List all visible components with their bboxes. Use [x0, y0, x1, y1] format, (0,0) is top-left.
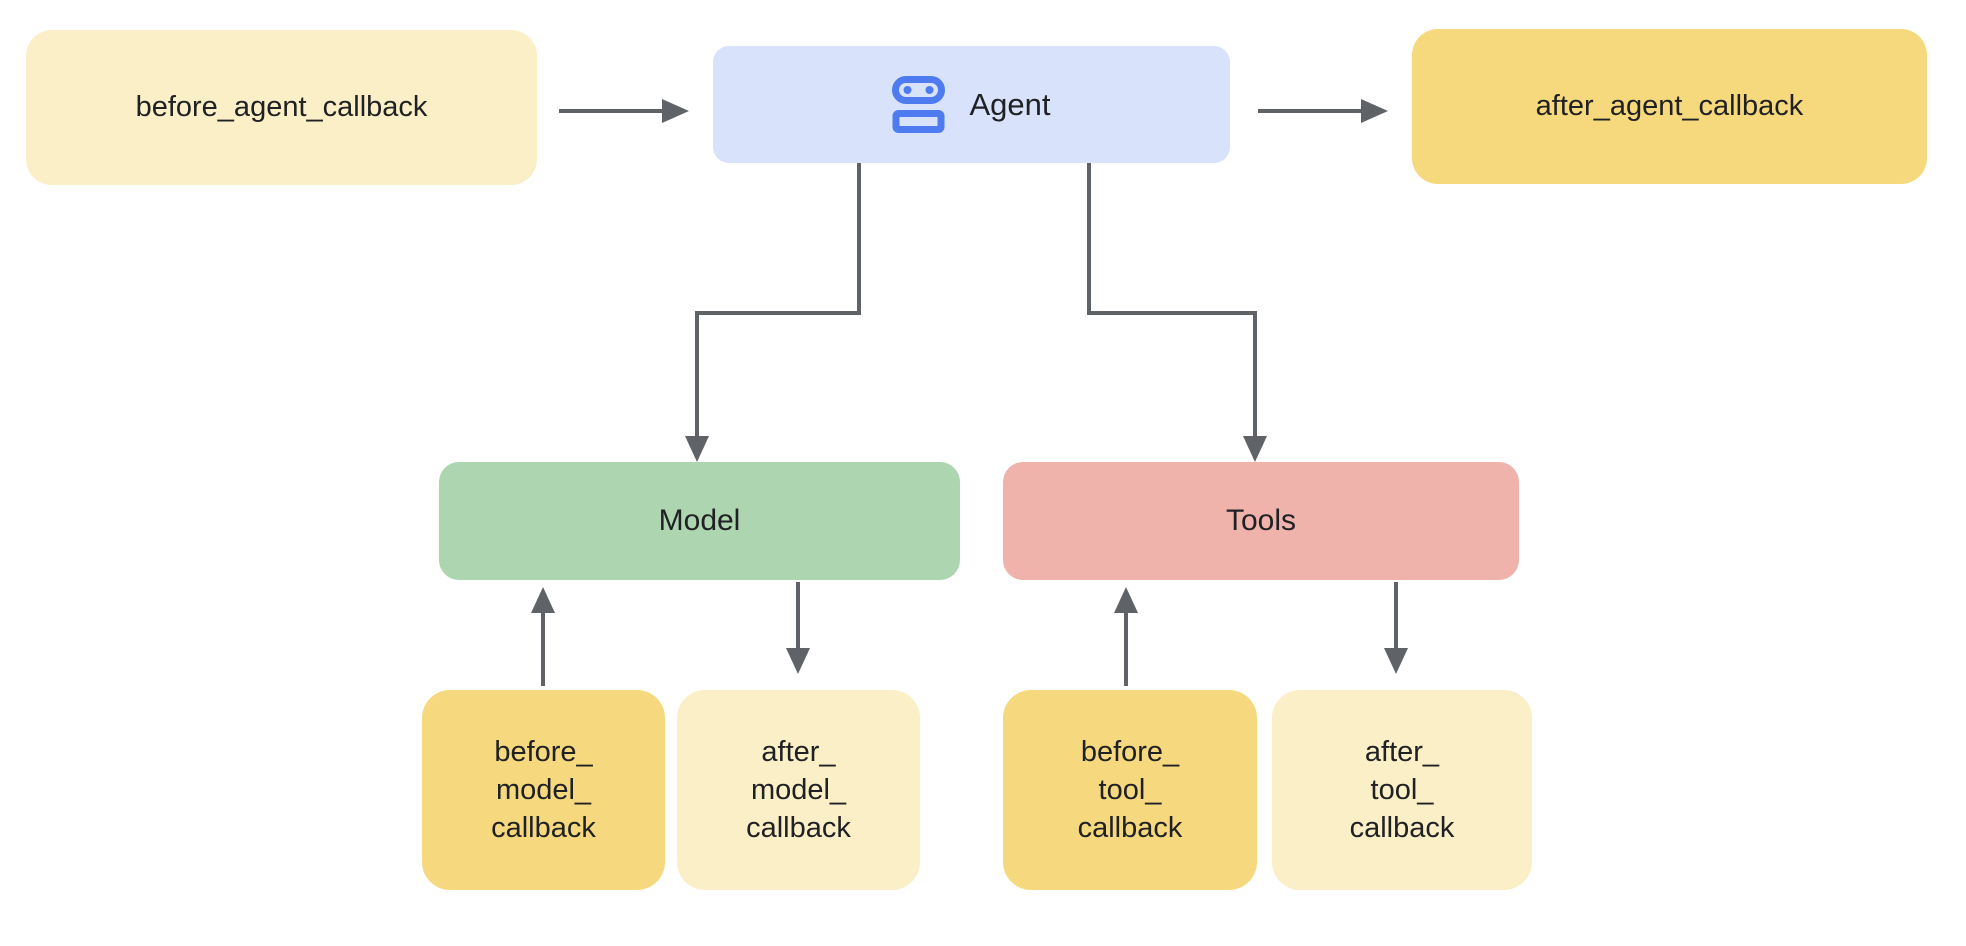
node-model: Model	[439, 462, 960, 580]
node-label: Agent	[969, 86, 1051, 122]
edge-before-tool-to-tools	[1114, 587, 1138, 686]
node-tools: Tools	[1003, 462, 1519, 580]
node-label: before_agent_callback	[135, 91, 428, 123]
node-label: before_ tool_ callback	[1077, 736, 1183, 844]
edge-agent-to-model	[685, 163, 861, 462]
edge-before-agent-to-agent	[559, 99, 689, 123]
node-label: before_ model_ callback	[491, 736, 596, 844]
node-label: after_ tool_ callback	[1349, 736, 1455, 844]
node-label: after_ model_ callback	[746, 736, 851, 844]
node-label: Tools	[1225, 504, 1297, 537]
node-label: after_agent_callback	[1535, 90, 1804, 122]
node-after-model-callback: after_ model_ callback	[677, 690, 920, 890]
node-after-agent-callback: after_agent_callback	[1412, 29, 1927, 184]
node-before-tool-callback: before_ tool_ callback	[1003, 690, 1257, 890]
node-after-tool-callback: after_ tool_ callback	[1272, 690, 1532, 890]
node-before-model-callback: before_ model_ callback	[422, 690, 665, 890]
edge-tools-to-after-tool	[1384, 582, 1408, 674]
node-label: Model	[658, 504, 741, 537]
edge-agent-to-tools	[1087, 163, 1267, 462]
edge-before-model-to-model	[531, 587, 555, 686]
edge-agent-to-after-agent	[1258, 99, 1388, 123]
edge-model-to-after-model	[786, 582, 810, 674]
node-before-agent-callback: before_agent_callback	[26, 30, 537, 185]
node-agent: Agent	[713, 46, 1230, 163]
robot-icon	[892, 76, 946, 133]
